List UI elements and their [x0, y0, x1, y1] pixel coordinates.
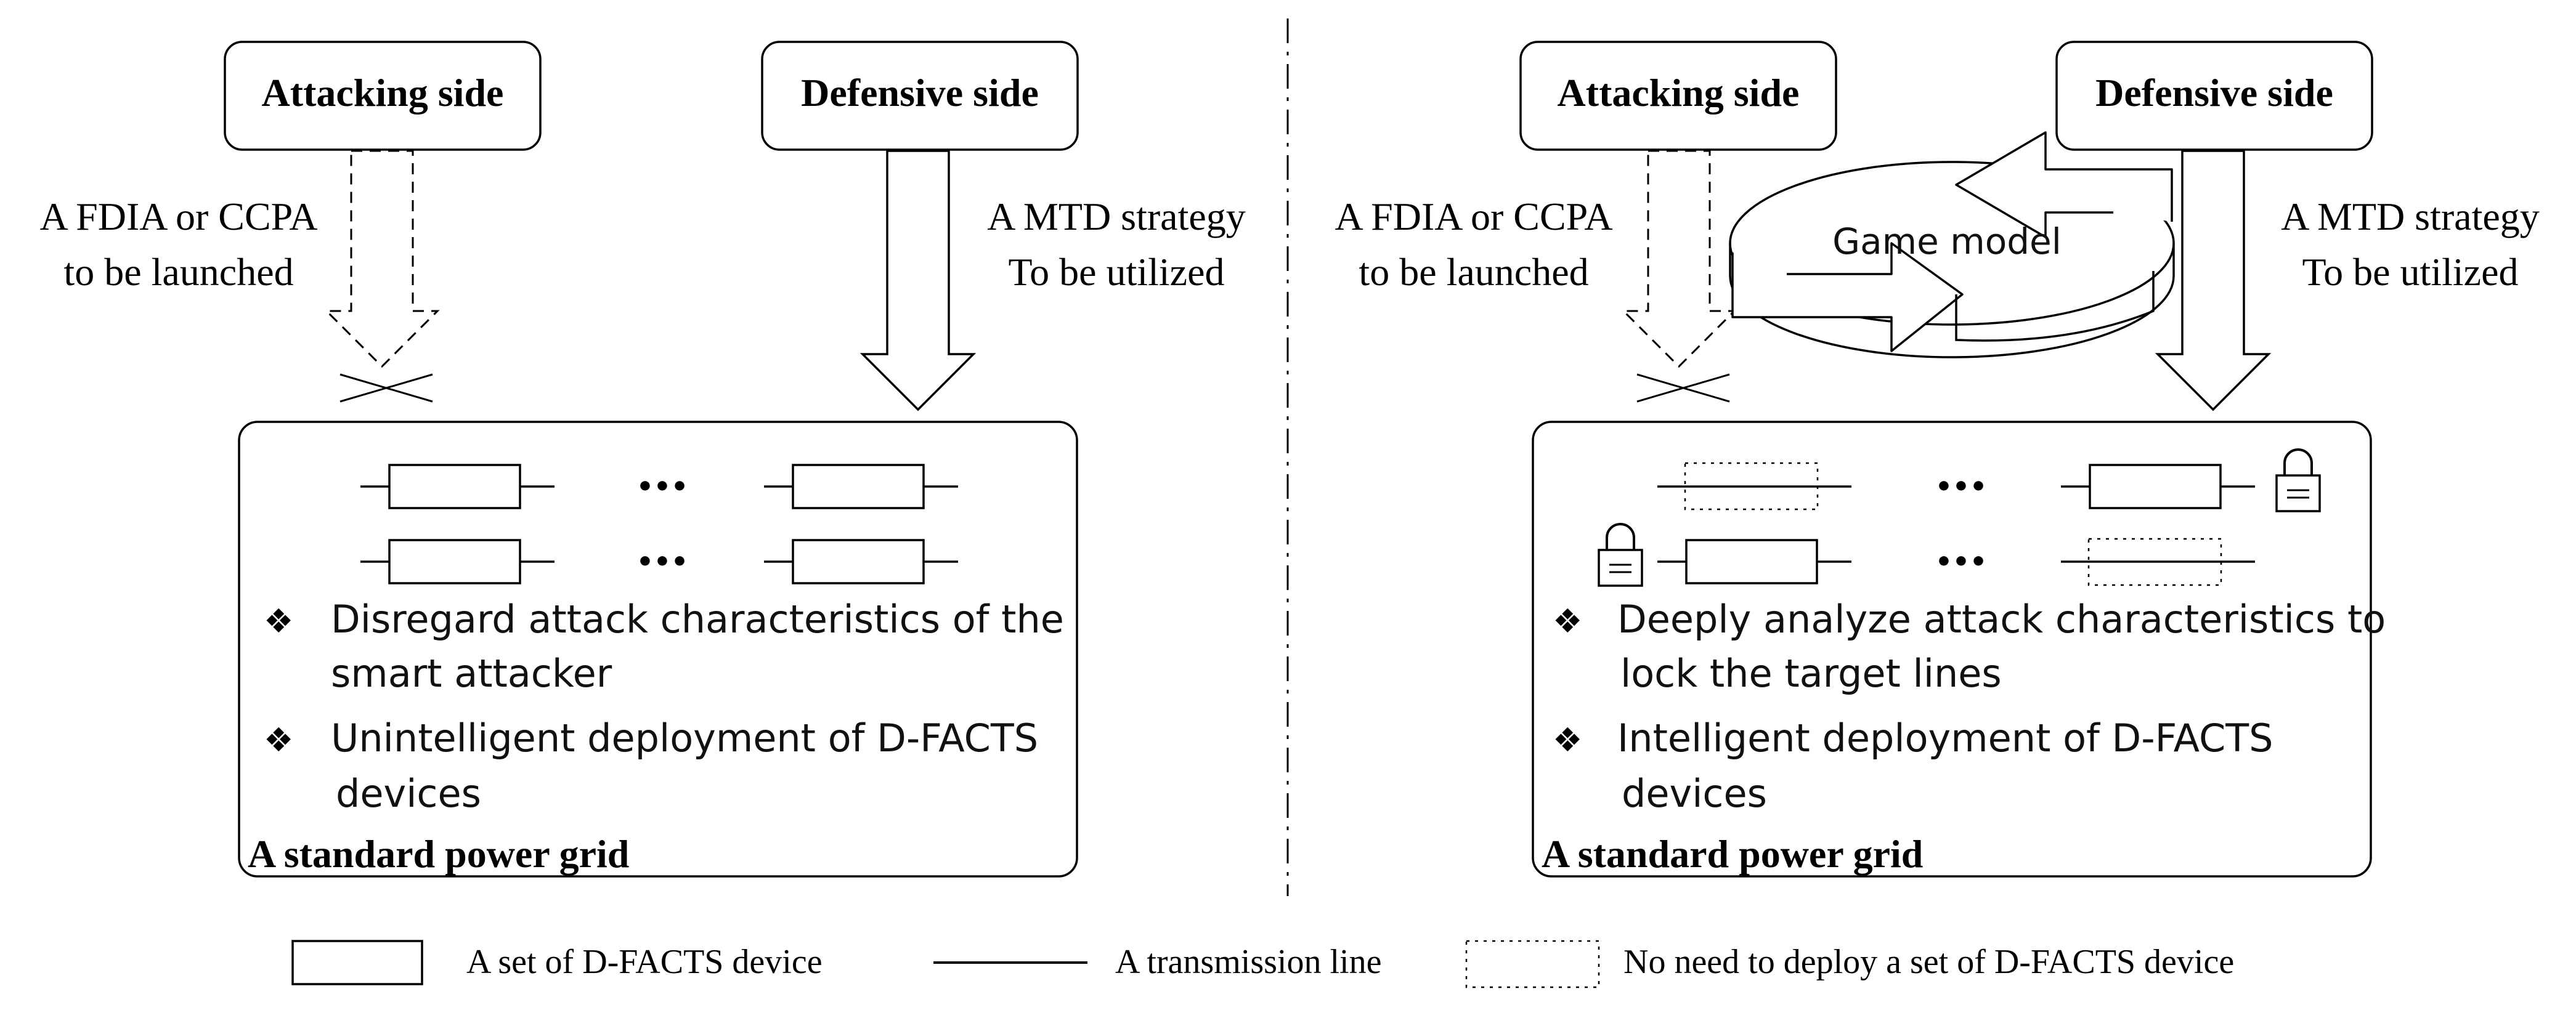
right-row2-no-device-line	[2061, 538, 2255, 586]
left-defense-arrow	[859, 150, 977, 411]
right-panel: Attacking side Defensive side A FDIA or …	[1335, 41, 2540, 878]
right-dots-row1: •••	[1935, 471, 1987, 503]
right-bullet2-line2: devices	[1622, 771, 1767, 816]
right-defender-title: Defensive side	[2095, 71, 2333, 115]
left-defense-text-line1: A MTD strategy	[987, 195, 1246, 238]
left-attacker-box	[224, 41, 542, 151]
left-device-row1-a	[360, 464, 555, 509]
left-defender-title: Defensive side	[801, 71, 1039, 115]
left-power-grid-box	[238, 421, 1078, 878]
left-dots-row2: •••	[636, 546, 688, 578]
left-device-row1-b	[764, 464, 958, 509]
right-attacker-title: Attacking side	[1558, 71, 1800, 115]
left-attack-arrow	[324, 150, 440, 368]
right-attack-text-line2: to be launched	[1359, 250, 1588, 294]
left-bullet1-line2: smart attacker	[331, 651, 612, 696]
left-device-row2-a	[360, 539, 555, 584]
game-cycle-icon	[1729, 131, 2175, 358]
right-device-row2	[1657, 539, 1851, 584]
right-defense-arrow	[2155, 150, 2272, 411]
legend-device-swatch	[291, 940, 423, 985]
legend-no-device-swatch	[1465, 940, 1600, 988]
right-defense-text-line2: To be utilized	[2302, 250, 2519, 294]
right-defense-text-line1: A MTD strategy	[2281, 195, 2540, 238]
right-bullet1-line2: lock the target lines	[1620, 651, 2002, 696]
right-blocked-cross-icon	[1636, 373, 1730, 403]
legend-line-label: A transmission line	[1115, 943, 1381, 981]
right-bullet1-line1: Deeply analyze attack characteristics to	[1617, 597, 2386, 642]
left-dots-row1: •••	[636, 471, 688, 503]
legend-no-device-label: No need to deploy a set of D-FACTS devic…	[1623, 943, 2234, 981]
right-power-grid-box	[1532, 421, 2372, 878]
left-attack-text-line1: A FDIA or CCPA	[39, 195, 317, 238]
lock-icon	[1598, 523, 1643, 587]
left-attacker-title: Attacking side	[262, 71, 504, 115]
right-attack-text-line1: A FDIA or CCPA	[1335, 195, 1612, 238]
legend: A set of D-FACTS device A transmission l…	[291, 940, 2234, 988]
left-defender-box	[761, 41, 1079, 151]
right-dots-row2: •••	[1935, 546, 1987, 578]
left-grid-label: A standard power grid	[248, 832, 629, 876]
right-row1-no-device-line	[1657, 462, 1851, 511]
left-bullet2-symbol: ❖	[264, 721, 293, 759]
left-blocked-cross-icon	[339, 373, 433, 403]
right-attack-arrow	[1621, 150, 1737, 368]
left-bullet2-line1: Unintelligent deployment of D-FACTS	[331, 716, 1038, 761]
left-bullet1-symbol: ❖	[264, 602, 293, 640]
left-panel: Attacking side Defensive side A FDIA or …	[39, 41, 1246, 878]
right-bullet2-line1: Intelligent deployment of D-FACTS	[1617, 716, 2273, 761]
right-defender-box	[2055, 41, 2373, 151]
left-defense-text-line2: To be utilized	[1009, 250, 1225, 294]
legend-device-label: A set of D-FACTS device	[466, 943, 823, 981]
lock-icon	[2275, 448, 2321, 512]
left-attack-text-line2: to be launched	[63, 250, 293, 294]
left-device-row2-b	[764, 539, 958, 584]
right-attacker-box	[1519, 41, 1837, 151]
right-device-row1	[2061, 464, 2255, 509]
left-bullet1-line1: Disregard attack characteristics of the	[331, 597, 1064, 642]
right-bullet2-symbol: ❖	[1553, 721, 1582, 759]
left-bullet2-line2: devices	[336, 771, 481, 816]
right-grid-label: A standard power grid	[1542, 832, 1923, 876]
right-bullet1-symbol: ❖	[1553, 602, 1582, 640]
game-model-label: Game model	[1832, 220, 2062, 262]
